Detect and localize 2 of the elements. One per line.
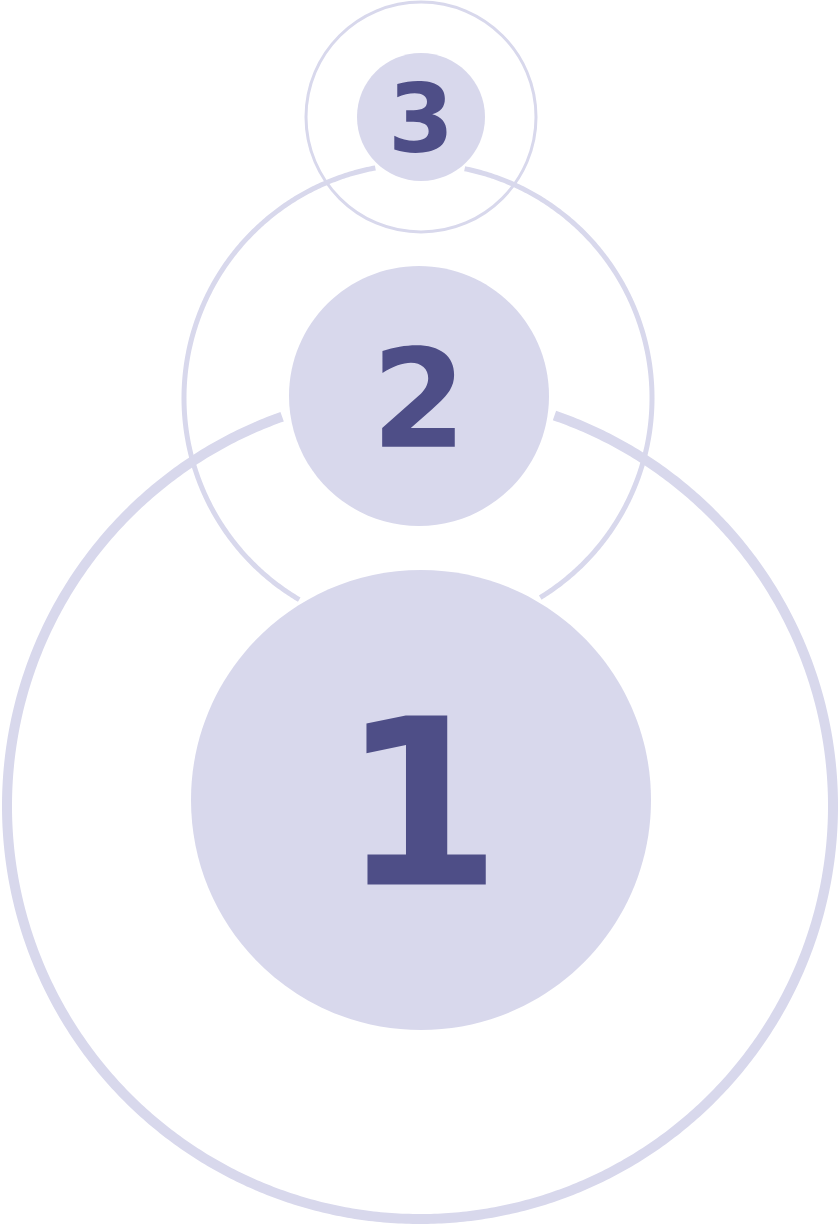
ring <box>304 0 538 234</box>
ring <box>181 165 655 602</box>
